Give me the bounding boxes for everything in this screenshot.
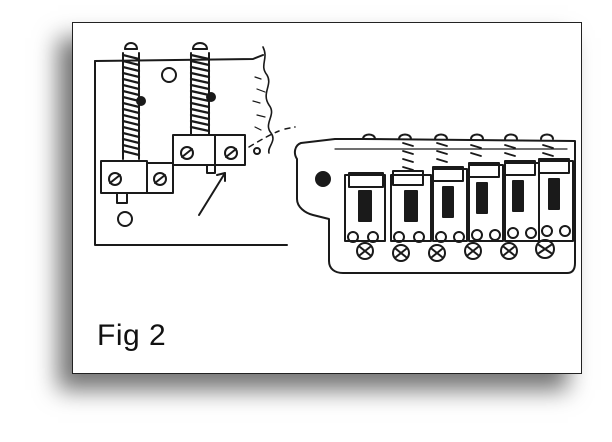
plate-dot <box>206 92 216 102</box>
figure-caption: Fig 2 <box>97 319 167 352</box>
bridge-diagram <box>94 42 576 274</box>
mounting-screws <box>356 239 555 262</box>
saddle-pair-right <box>172 134 246 174</box>
spring-screw-right <box>189 42 211 136</box>
closeup-plate <box>94 46 288 246</box>
plate-dot <box>136 96 146 106</box>
full-bridge <box>293 138 576 274</box>
plate-hole <box>161 67 177 83</box>
figure-card: Fig 2 <box>72 22 582 374</box>
saddle-pair-left <box>100 160 174 204</box>
pointer-arrow <box>198 172 226 216</box>
plate-hole <box>253 147 261 155</box>
bridge-saddles <box>344 133 574 243</box>
plate-hole <box>117 211 133 227</box>
connector-line <box>248 126 296 148</box>
spring-screw-left <box>121 42 141 160</box>
